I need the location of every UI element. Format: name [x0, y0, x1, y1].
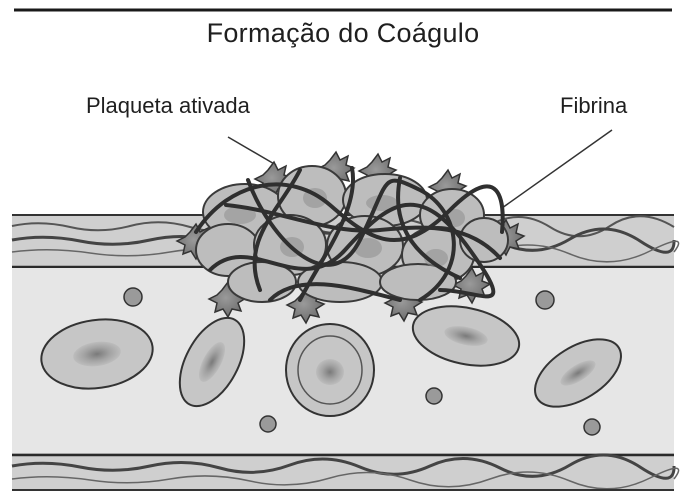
free-platelet: [584, 419, 600, 435]
red-blood-cell: [286, 324, 374, 416]
blood-clot: [177, 152, 524, 323]
free-platelet: [426, 388, 442, 404]
free-platelet: [124, 288, 142, 306]
vessel-wall-bottom: [12, 453, 679, 491]
platelet-leader-line: [228, 137, 276, 165]
free-platelet: [260, 416, 276, 432]
free-platelet: [536, 291, 554, 309]
fibrin-leader-line: [502, 130, 612, 208]
